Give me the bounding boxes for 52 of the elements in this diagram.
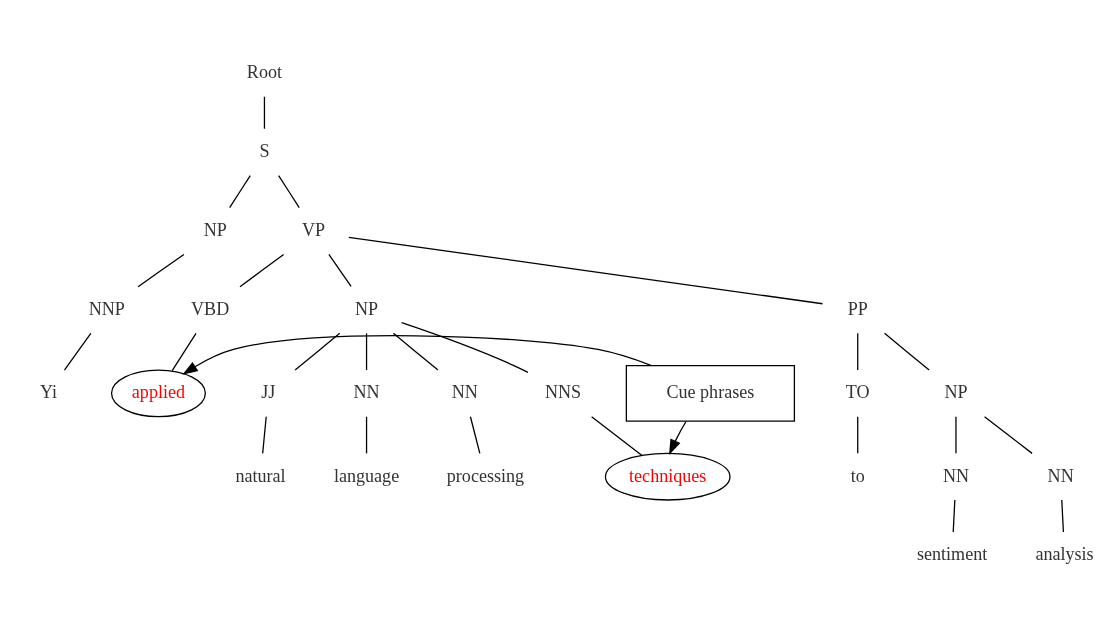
connector <box>857 415 859 454</box>
node-text: PP <box>847 298 868 319</box>
connector <box>294 332 341 371</box>
connector <box>955 415 957 454</box>
connector <box>137 253 185 287</box>
node-text: NN <box>353 381 380 402</box>
node-text: Yi <box>40 381 58 402</box>
connector <box>328 253 352 287</box>
node-text: NP <box>944 381 968 402</box>
node-text: VBD <box>191 298 230 319</box>
node-text: natural <box>235 465 286 485</box>
node-text: NNS <box>544 381 582 402</box>
node-text: NN <box>1047 465 1074 485</box>
connector <box>365 332 368 371</box>
connector <box>392 332 439 371</box>
connector <box>952 498 956 533</box>
node-text: JJ <box>261 381 276 402</box>
connector <box>1061 498 1065 533</box>
connector <box>171 332 197 371</box>
node-text: processing <box>446 465 525 485</box>
connector <box>262 415 267 454</box>
node-text: NP <box>203 219 227 240</box>
connector <box>983 415 1033 454</box>
connector <box>263 95 266 129</box>
node-text: VP <box>302 219 326 240</box>
connector <box>278 174 300 208</box>
connector <box>239 253 285 287</box>
node-text: NP <box>354 298 379 319</box>
connector <box>591 415 643 456</box>
connector <box>469 415 481 454</box>
connector <box>229 174 251 208</box>
node-text: analysis <box>1035 543 1094 564</box>
arrow <box>669 420 687 455</box>
node-text: language <box>333 465 400 485</box>
node-ellipse: applied <box>110 368 206 417</box>
connector <box>365 415 368 454</box>
connector <box>883 332 930 371</box>
node-ellipse: techniques <box>604 452 731 501</box>
connector <box>857 332 859 371</box>
node-text: to <box>850 465 865 485</box>
node-box: Cue phrases <box>625 364 796 422</box>
node-text: TO <box>845 381 870 402</box>
node-text: S <box>259 140 270 161</box>
node-text: sentiment <box>916 543 988 564</box>
node-text: NN <box>451 381 478 402</box>
arrow <box>182 334 652 375</box>
connector <box>348 236 824 304</box>
connector <box>401 321 529 373</box>
node-text: NNP <box>88 298 125 319</box>
node-text: NN <box>942 465 970 485</box>
connector <box>63 332 92 371</box>
node-text: Root <box>246 61 283 82</box>
